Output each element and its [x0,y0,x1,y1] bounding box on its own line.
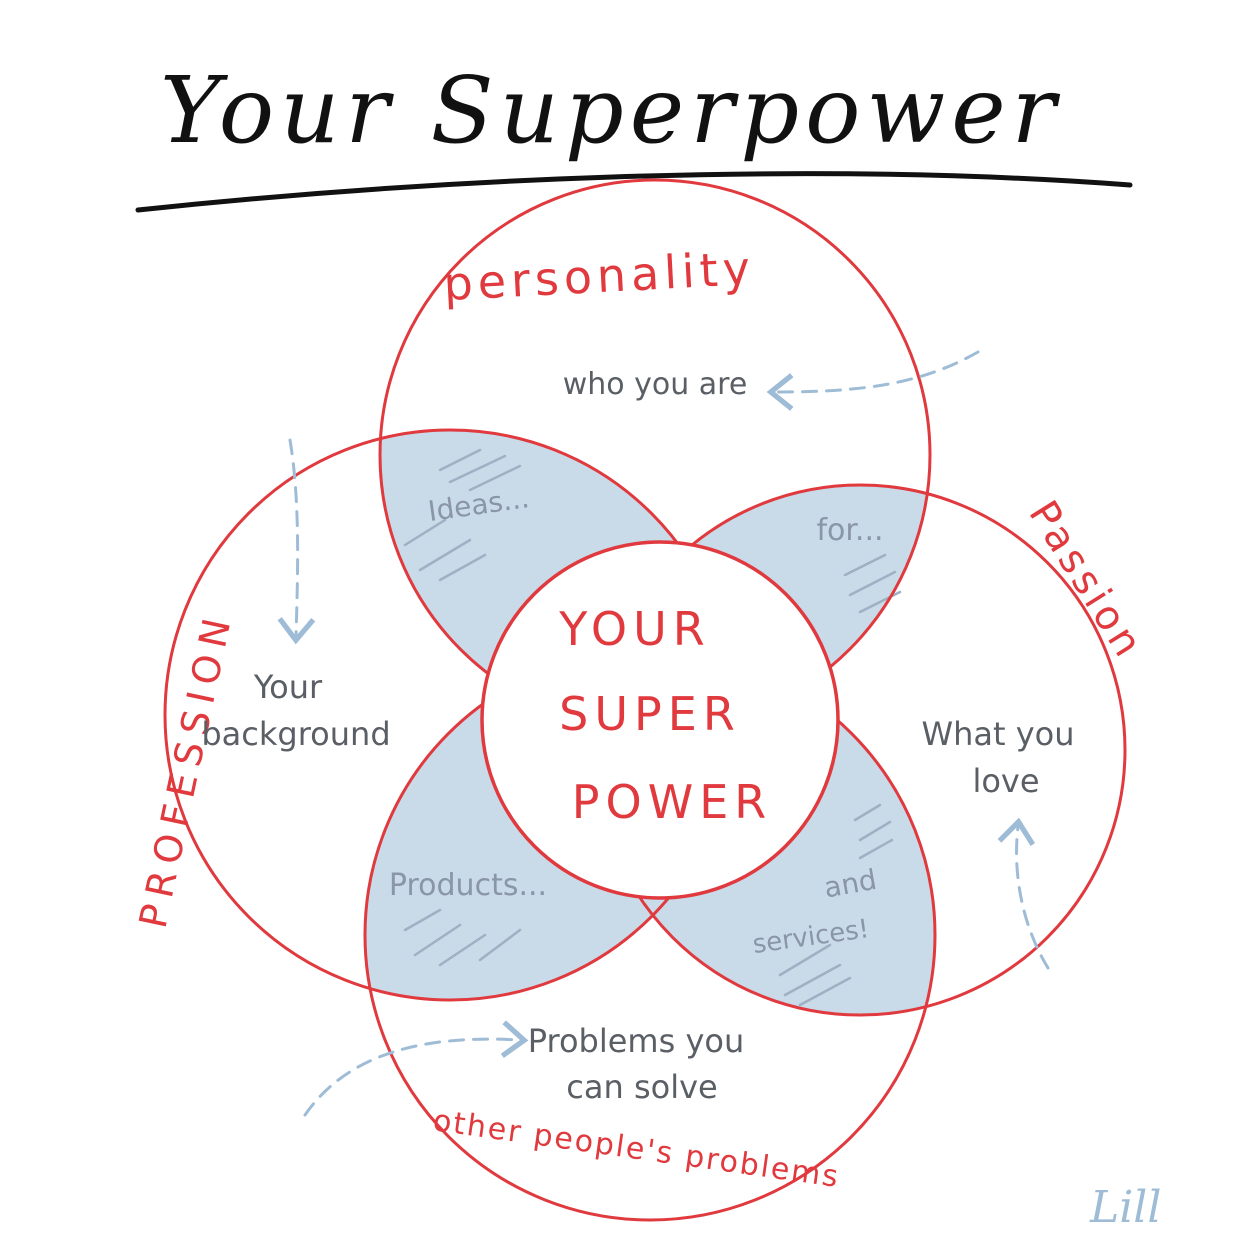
desc-problems-2: can solve [566,1068,717,1106]
petal-products: Products... [389,868,547,903]
label-problems: other people's problems [431,1103,842,1195]
label-profession: PROFESSION [131,607,241,932]
arrow-to-who-you-are [766,350,980,411]
center-line-1: YOUR [558,602,710,656]
desc-profession-2: background [201,715,390,753]
label-passion: Passion [1020,493,1153,668]
center-circle [480,540,840,900]
arrow-to-problems [303,1020,529,1117]
desc-problems-1: Problems you [528,1022,744,1060]
dashed-arrows [277,350,1050,1117]
desc-passion-1: What you [921,715,1074,753]
label-personality: personality [442,241,756,311]
desc-personality: who you are [563,367,748,402]
page-title: Your Superpower [160,57,1062,164]
desc-passion-2: love [972,762,1039,800]
signature: Lill [1089,1182,1161,1233]
arrow-to-background [277,438,316,645]
title-underline [135,171,1133,213]
arrow-to-love [997,817,1050,970]
center-line-2: SUPER [559,687,741,741]
center-line-3: POWER [572,775,772,829]
petal-for: for... [816,513,883,548]
desc-profession-1: Your [253,668,323,706]
petal-hatching [403,448,902,1007]
